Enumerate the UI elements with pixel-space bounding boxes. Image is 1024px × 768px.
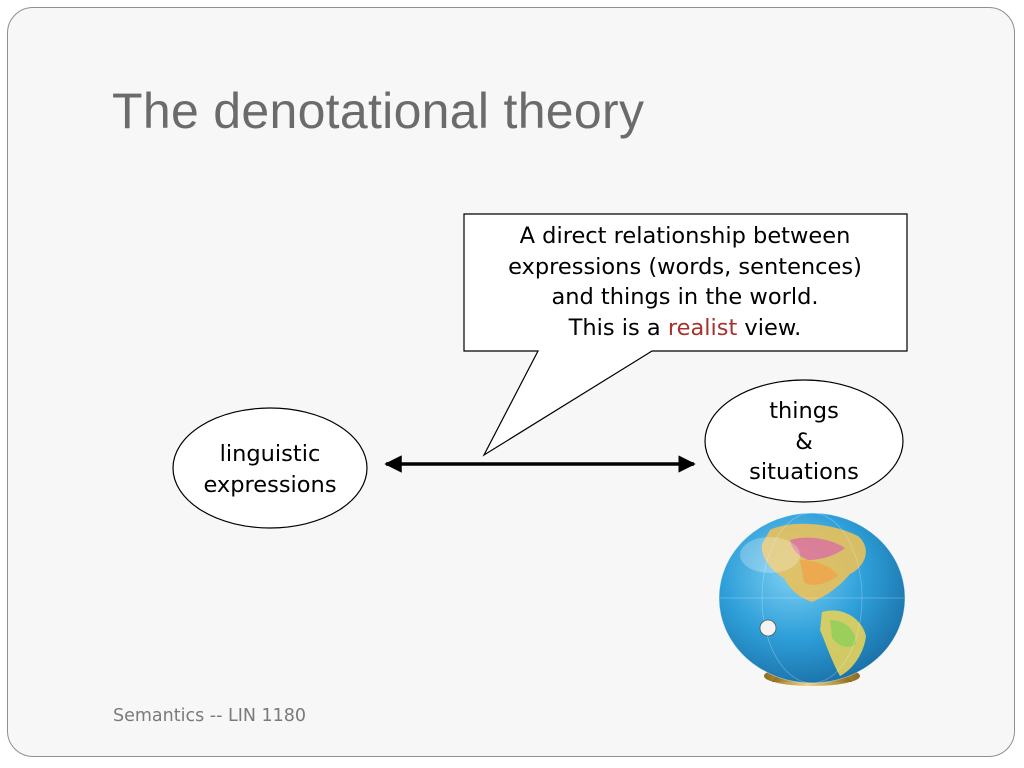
- callout-bubble: [463, 213, 908, 457]
- footer-text: Semantics -- LIN 1180: [113, 706, 307, 726]
- linguistic-expressions-ellipse: [172, 407, 368, 529]
- label-line: things: [769, 398, 839, 424]
- linguistic-expressions-label: linguistic expressions: [173, 439, 367, 500]
- callout-line: expressions (words, sentences): [508, 253, 862, 280]
- callout-line: and things in the world.: [551, 284, 819, 310]
- page-title: The denotational theory: [112, 83, 645, 139]
- things-situations-ellipse: [704, 379, 904, 503]
- label-line: expressions: [203, 471, 337, 498]
- callout-line: A direct relationship between: [519, 223, 851, 249]
- callout-text-before: This is a: [568, 314, 668, 341]
- callout-text: A direct relationship between expression…: [463, 221, 907, 343]
- globe-icon: [718, 512, 906, 686]
- callout-text-after: view.: [737, 314, 802, 341]
- things-situations-label: things & situations: [705, 396, 903, 488]
- realist-highlight: realist: [667, 314, 738, 341]
- label-line: linguistic: [219, 441, 321, 467]
- label-line: &: [795, 428, 813, 455]
- callout-line: This is a realist view.: [463, 313, 907, 344]
- label-line: situations: [749, 459, 859, 485]
